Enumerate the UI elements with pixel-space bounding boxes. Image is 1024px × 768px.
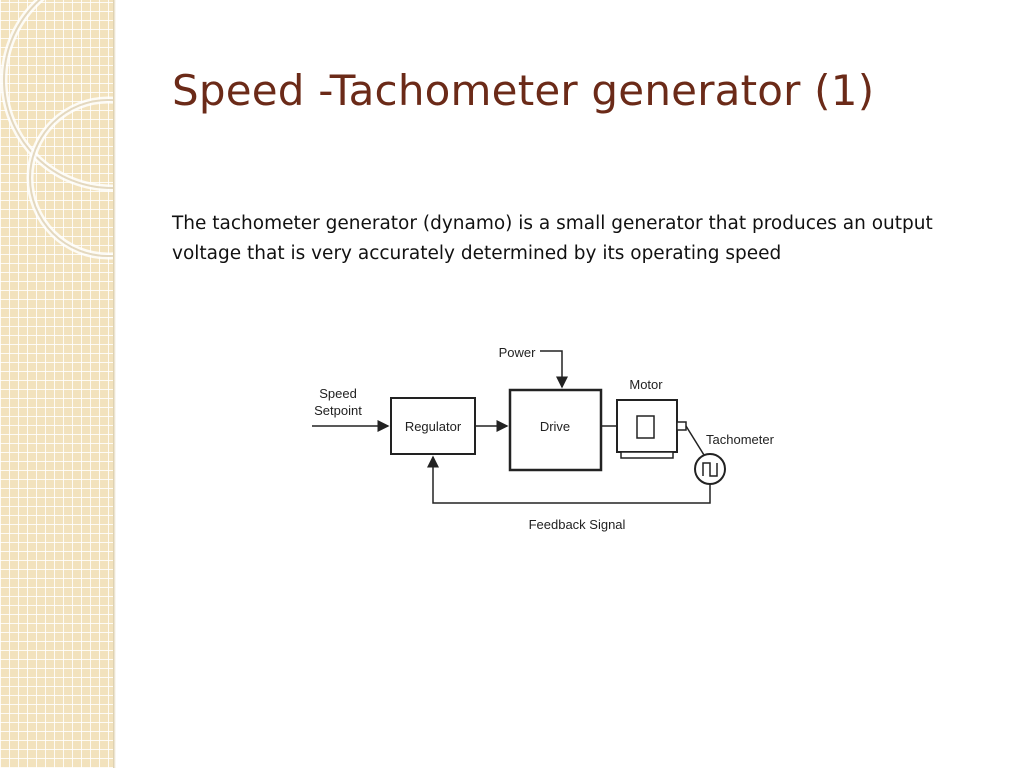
feedback-label: Feedback Signal [529, 517, 626, 532]
feedback-arrow [427, 455, 711, 504]
speed-control-block-diagram: Speed Setpoint Regulator Drive Power Mot… [312, 345, 775, 532]
tachometer-label: Tachometer [706, 432, 775, 447]
decorative-side-strip [0, 0, 113, 768]
decorative-circles [0, 0, 113, 260]
side-strip-edge [113, 0, 116, 768]
slide-body-text: The tachometer generator (dynamo) is a s… [172, 213, 933, 264]
motor-block [616, 399, 678, 453]
slide-title: Speed -Tachometer generator (1) [172, 66, 875, 115]
power-label: Power [499, 345, 537, 360]
regulator-label: Regulator [405, 419, 462, 434]
motor-label: Motor [629, 377, 663, 392]
shaft-to-tachometer-line [685, 425, 705, 456]
drive-label: Drive [540, 419, 570, 434]
setpoint-label: Setpoint [314, 403, 362, 418]
drive-block [508, 388, 603, 472]
motor-rotor-icon [636, 415, 655, 439]
power-arrow [540, 350, 568, 389]
speed-label: Speed [319, 386, 357, 401]
regulator-block [390, 397, 476, 455]
tachometer-symbol-icon [702, 462, 718, 477]
motor-base-icon [620, 451, 674, 459]
motor-shaft-icon [676, 421, 687, 431]
